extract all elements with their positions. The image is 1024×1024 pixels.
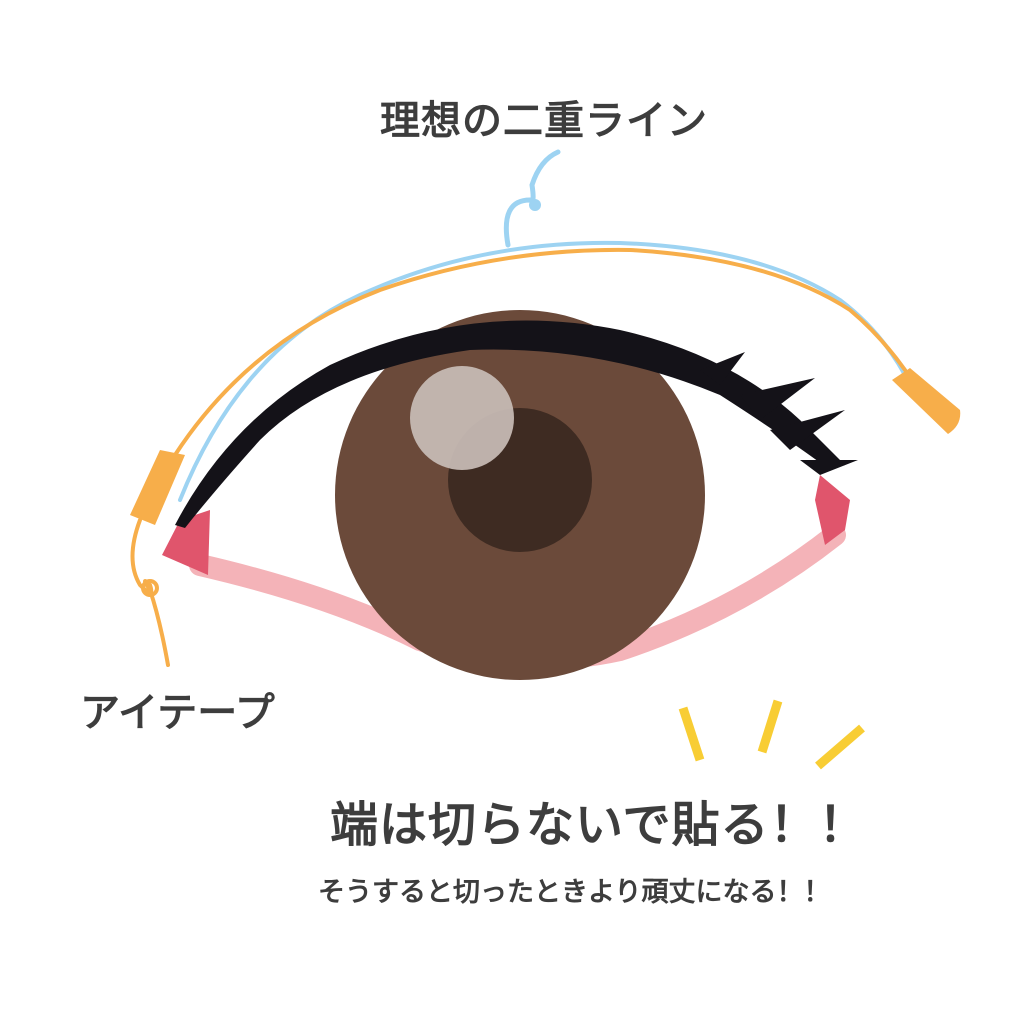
eye-highlight: [410, 366, 514, 470]
eye-tape-line: [173, 247, 907, 457]
inner-eye-corner: [162, 510, 210, 575]
sub-message: そうすると切ったときより頑丈になる！！: [318, 877, 831, 908]
eye-tape-label: アイテープ: [80, 690, 275, 736]
ideal-double-eyelid-line: [178, 240, 907, 502]
main-message: 端は切らないで貼る！！: [330, 797, 868, 853]
eye-tape-pointer-loop: [141, 579, 159, 597]
ideal-double-eyelid-label: 理想の二重ライン: [380, 98, 708, 144]
eye-tape-pointer: [130, 518, 170, 667]
ideal-line-pointer-dot: [529, 199, 541, 211]
ideal-line-pointer: [503, 149, 561, 248]
eye-tape-end-left: [130, 450, 185, 525]
outer-eye-corner: [815, 475, 850, 545]
eye-tape-end-right: [892, 368, 961, 434]
emphasis-sparkles: [678, 699, 865, 770]
upper-eyeliner: [175, 320, 845, 528]
eyelashes: [700, 352, 858, 475]
